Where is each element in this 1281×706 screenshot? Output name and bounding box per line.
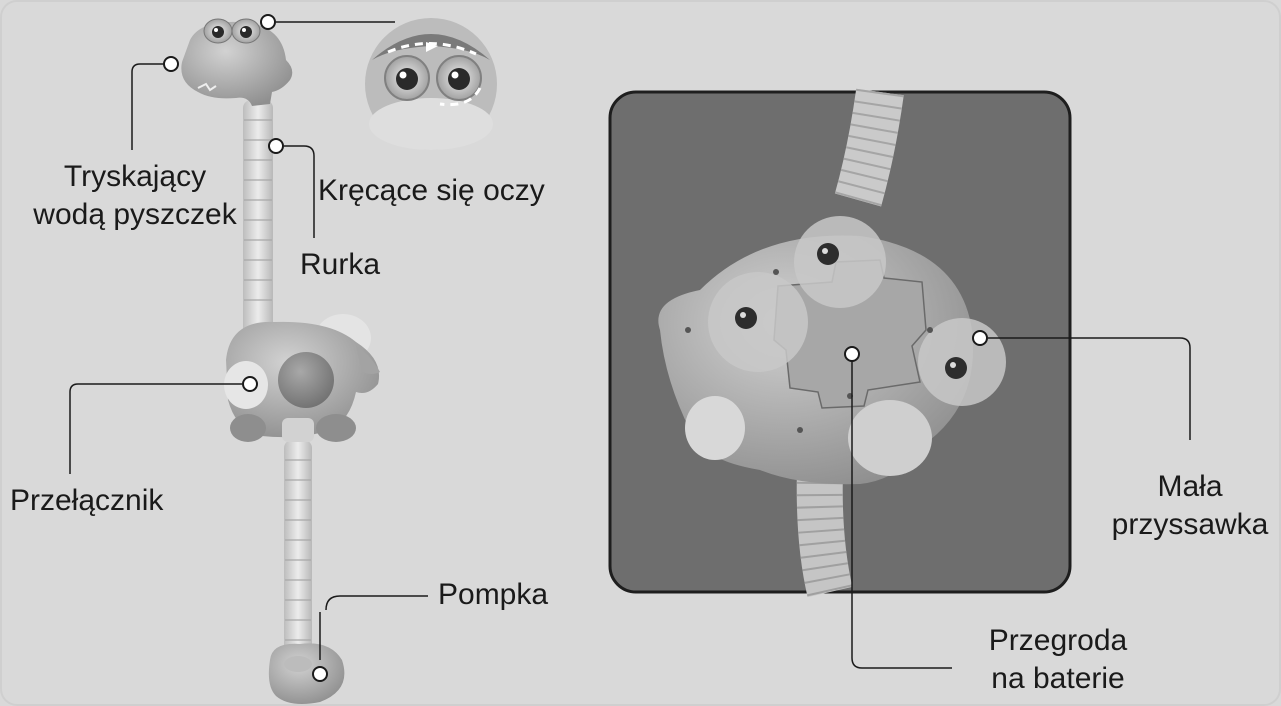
label-spout-line1: Tryskający [30, 158, 240, 196]
label-tube: Rurka [300, 246, 380, 284]
label-pump: Pompka [438, 576, 548, 614]
dot-spout [164, 57, 178, 71]
dot-battery [845, 347, 859, 361]
label-battery-line2: na baterie [958, 660, 1158, 698]
label-suction-line1: Mała [1100, 468, 1280, 506]
dot-switch [243, 377, 257, 391]
label-suction: Mała przyssawka [1100, 468, 1280, 544]
label-battery: Przegroda na baterie [958, 650, 1158, 698]
dot-eyes [261, 15, 275, 29]
eyes-zoom [365, 18, 497, 150]
leader-switch [70, 384, 242, 474]
leader-pump [326, 596, 428, 610]
dot-tube [269, 139, 283, 153]
leader-tube [284, 146, 314, 238]
pump-ball [269, 643, 345, 704]
label-spout-line2: wodą pyszczek [30, 196, 240, 234]
bottom-view-panel [610, 92, 1070, 592]
label-switch: Przełącznik [10, 482, 163, 520]
dino-head [181, 19, 292, 106]
label-suction-line2: przyssawka [1100, 506, 1280, 544]
dot-pump [313, 667, 327, 681]
dot-suction [973, 331, 987, 345]
label-battery-line1: Przegroda [958, 622, 1158, 660]
label-spout: Tryskający wodą pyszczek [30, 158, 240, 234]
leader-spout [132, 64, 165, 150]
label-eyes: Kręcące się oczy [318, 172, 545, 210]
